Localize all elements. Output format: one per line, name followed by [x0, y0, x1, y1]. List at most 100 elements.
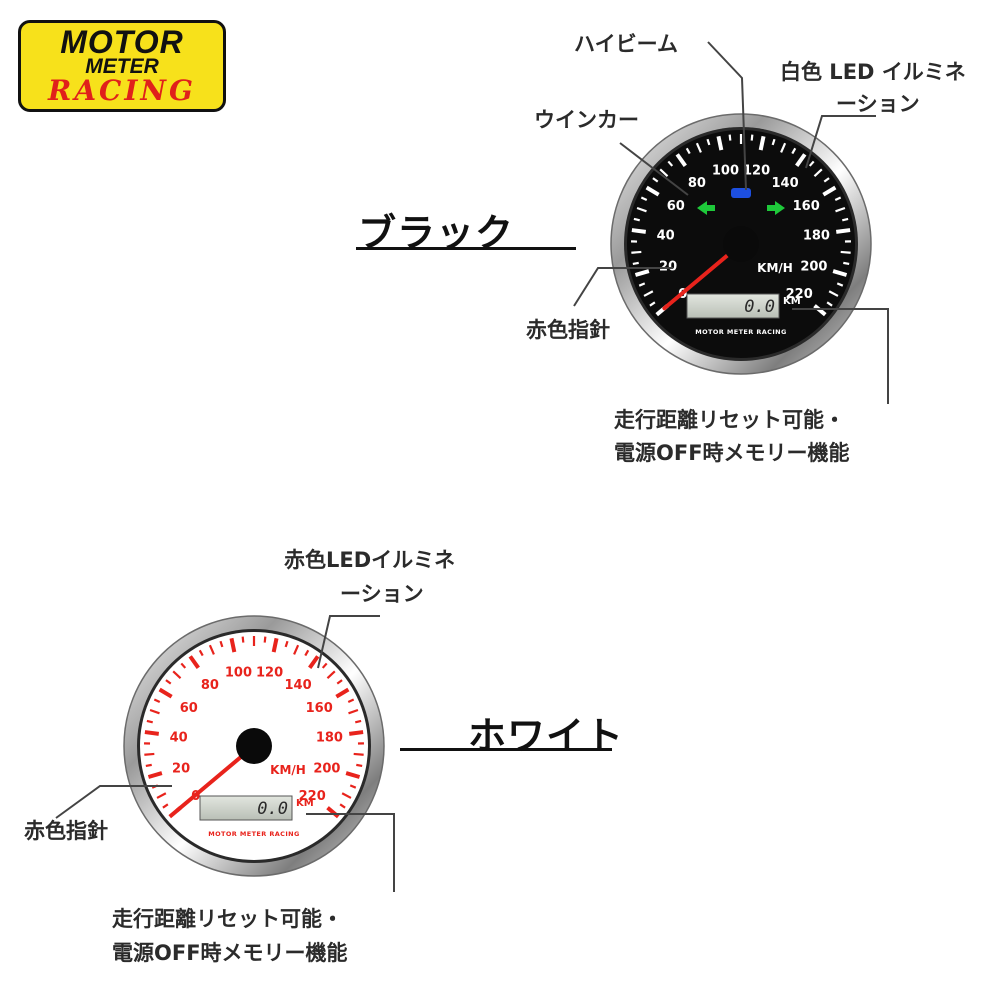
minor-tick [834, 196, 842, 202]
minor-tick [631, 250, 642, 254]
tick-label-120: 120 [743, 164, 770, 179]
minor-tick [843, 261, 850, 266]
minor-tick [728, 134, 732, 141]
minor-tick [172, 670, 182, 679]
major-tick [835, 228, 851, 234]
callout-red-led-line2: ーション [340, 582, 424, 606]
needle-hub [236, 728, 272, 764]
tick-label-80: 80 [688, 176, 706, 191]
minor-tick [750, 134, 754, 141]
minor-tick [706, 138, 711, 146]
leader-odometer-black [792, 308, 889, 404]
major-tick [147, 771, 163, 779]
minor-tick [162, 803, 169, 809]
tick-label-200: 200 [800, 259, 827, 274]
minor-tick [835, 206, 846, 213]
odometer-unit: KM [296, 798, 314, 809]
leader-turn-signal [619, 142, 689, 196]
minor-tick [836, 282, 844, 287]
title-black-underline [356, 247, 576, 250]
minor-tick [326, 670, 336, 679]
tick-label-80: 80 [201, 678, 219, 693]
odometer-lcd [199, 795, 293, 821]
tick-label-160: 160 [793, 199, 820, 214]
black-speedometer: 020406080100120140160180200220KM/H0.0KMM… [610, 113, 872, 375]
major-tick [813, 304, 827, 317]
dial-brand-text: MOTOR METER RACING [208, 830, 299, 838]
logo-line-motor: MOTOR [60, 24, 184, 60]
callout-odometer-black-line2: 電源OFF時メモリー機能 [614, 441, 850, 465]
callout-white-led-line2: ーション [836, 92, 920, 116]
minor-tick [638, 282, 646, 287]
major-tick [326, 806, 340, 819]
turn-left-icon [697, 201, 715, 215]
minor-tick [144, 752, 155, 756]
callout-white-led-line1: 白色 LED イルミネ [780, 60, 966, 84]
minor-tick [840, 250, 851, 254]
callout-red-led-line1: 赤色LEDイルミネ [284, 548, 456, 572]
minor-tick [293, 644, 300, 655]
logo-line-meter: METER [85, 55, 159, 78]
major-tick [758, 135, 766, 151]
minor-tick [349, 784, 357, 789]
minor-tick [828, 290, 839, 297]
minor-tick [146, 719, 153, 724]
minor-tick [208, 644, 215, 655]
leader-high-beam [707, 41, 747, 191]
minor-tick [659, 168, 669, 177]
minor-tick [640, 196, 648, 202]
callout-red-needle-black: 赤色指針 [526, 318, 610, 342]
minor-tick [826, 301, 833, 307]
brand-logo: MOTOR METER RACING [18, 20, 226, 112]
tick-label-140: 140 [285, 678, 312, 693]
tick-label-100: 100 [225, 666, 252, 681]
unit-label: KM/H [270, 763, 306, 777]
title-white: ホワイト [468, 714, 625, 758]
minor-tick [304, 649, 310, 657]
odometer-value: 0.0 [744, 297, 775, 317]
leader-needle-black [573, 267, 673, 307]
minor-tick [667, 160, 674, 167]
minor-tick [284, 640, 289, 648]
tick-label-60: 60 [667, 199, 685, 214]
unit-label: KM/H [757, 261, 793, 275]
leader-odometer-white [306, 813, 395, 892]
tick-label-100: 100 [712, 164, 739, 179]
callout-high-beam: ハイビーム [574, 32, 678, 56]
major-tick [832, 269, 848, 277]
minor-tick [633, 217, 640, 222]
tick-label-40: 40 [170, 730, 188, 745]
minor-tick [353, 752, 364, 756]
major-tick [631, 228, 647, 234]
tick-label-220: 220 [299, 789, 326, 804]
minor-tick [355, 719, 362, 724]
minor-tick [145, 763, 152, 768]
minor-tick [321, 662, 328, 669]
minor-tick [347, 698, 355, 704]
minor-tick [842, 217, 849, 222]
black-leader-lines [573, 41, 889, 404]
callout-odometer-black-line1: 走行距離リセット可能・ [614, 408, 845, 432]
minor-tick [241, 636, 245, 643]
callout-red-needle-white: 赤色指針 [24, 819, 108, 843]
minor-tick [695, 142, 702, 153]
minor-tick [685, 147, 691, 155]
minor-tick [791, 147, 797, 155]
tick-label-120: 120 [256, 666, 283, 681]
tick-label-160: 160 [306, 701, 333, 716]
leader-illumination-red [317, 615, 380, 669]
minor-tick [780, 142, 787, 153]
odometer-unit: KM [783, 296, 801, 307]
minor-tick [649, 301, 656, 307]
minor-tick [823, 177, 830, 183]
logo-line-racing: RACING [48, 74, 196, 107]
major-tick [716, 135, 724, 151]
minor-tick [339, 803, 346, 809]
dial-brand-text: MOTOR METER RACING [695, 328, 786, 336]
major-tick [144, 730, 160, 736]
title-white-underline [400, 748, 612, 751]
minor-tick [219, 640, 224, 648]
tick-label-20: 20 [172, 761, 190, 776]
major-tick [271, 637, 279, 653]
